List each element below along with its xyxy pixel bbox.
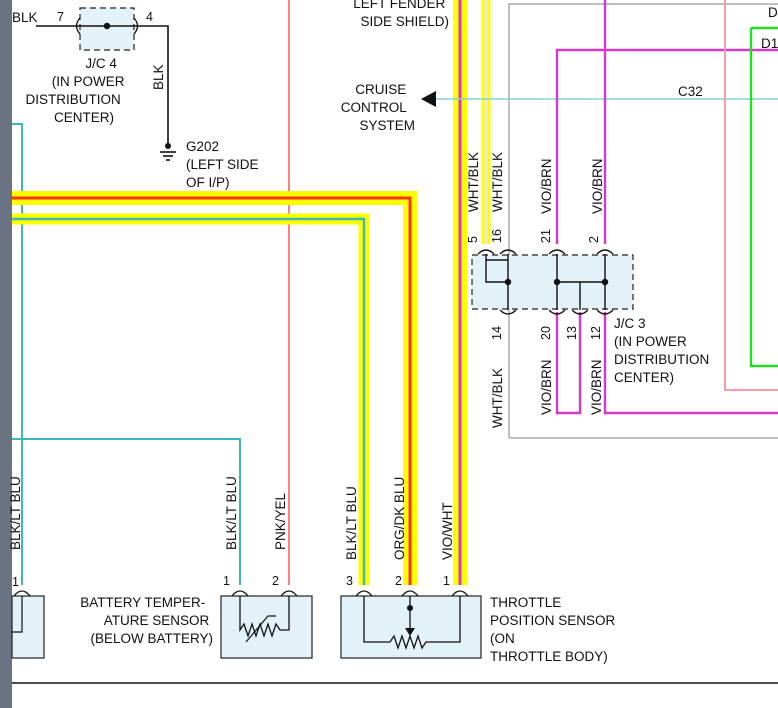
jc3-pin-2: 2 bbox=[587, 236, 601, 243]
jc3-terminals bbox=[477, 249, 614, 315]
tps-pin-3-label: 3 bbox=[346, 574, 353, 588]
cruise-control-label: CRUISE CONTROL SYSTEM bbox=[341, 82, 415, 133]
tps-label: THROTTLE POSITION SENSOR (ON THROTTLE BO… bbox=[490, 595, 619, 664]
battery-pin1-terminal bbox=[231, 590, 249, 597]
jc3-pin-16: 16 bbox=[490, 229, 504, 243]
vio-brn-12-wire bbox=[603, 312, 778, 415]
left-fender-label: LEFT FENDER SIDE SHIELD) bbox=[353, 0, 449, 29]
tps-pin1-terminal bbox=[451, 590, 469, 597]
jc3-label: J/C 3 (IN POWER DISTRIBUTION CENTER) bbox=[614, 316, 713, 385]
jc3-pin-14: 14 bbox=[490, 326, 504, 340]
blk-lt-blu-trace bbox=[12, 217, 366, 585]
wire-vio-brn-2-label: VIO/BRN bbox=[590, 158, 605, 214]
potentiometer-icon bbox=[363, 596, 461, 651]
jc3-pin-20: 20 bbox=[539, 326, 553, 340]
tps-pin-2-label: 2 bbox=[395, 574, 402, 588]
wire-vio-brn-21-label: VIO/BRN bbox=[539, 158, 554, 214]
thermistor-slash bbox=[245, 615, 276, 643]
battery-pin-1-label: 1 bbox=[223, 574, 230, 588]
battery-temp-sensor bbox=[220, 595, 313, 659]
teal-wire-left-edge bbox=[12, 123, 23, 585]
blk-wire-down bbox=[134, 25, 169, 126]
wire-pnk-yel-label: PNK/YEL bbox=[273, 492, 288, 550]
jc3-splice-dot-1 bbox=[504, 278, 512, 286]
wire-vio-brn-12-label: VIO/BRN bbox=[589, 359, 604, 415]
wire-wht-blk-14-label: WHT/BLK bbox=[490, 368, 505, 428]
wire-blk-lt-blu-left-label: BLK/LT BLU bbox=[8, 476, 23, 550]
battery-pin-2-label: 2 bbox=[272, 574, 279, 588]
jc3-splice-dot-3 bbox=[601, 278, 609, 286]
jc4-pin4-terminal bbox=[133, 17, 139, 35]
d-top-label: D bbox=[768, 5, 778, 20]
jc4-label: J/C 4 (IN POWER DISTRIBUTION CENTER) bbox=[25, 56, 128, 125]
jc3-pin-5: 5 bbox=[466, 236, 480, 243]
tps-pin2-terminal bbox=[401, 590, 419, 597]
blk-top-label: BLK bbox=[12, 10, 38, 25]
left-component-inner bbox=[12, 596, 23, 633]
pink-wire-right bbox=[724, 0, 778, 391]
jc3-pin-12: 12 bbox=[589, 326, 603, 340]
wire-blk-lt-blu-batt-label: BLK/LT BLU bbox=[224, 476, 239, 550]
left-edge-bar bbox=[0, 0, 12, 708]
wire-blk-lt-blu-tps-label: BLK/LT BLU bbox=[344, 486, 359, 560]
wiper-arrow-icon bbox=[405, 628, 415, 636]
wire-wht-blk-5-label: WHT/BLK bbox=[466, 152, 481, 212]
left-partial-component bbox=[11, 595, 45, 659]
left-component-terminal bbox=[13, 590, 31, 597]
ground-icon bbox=[160, 126, 176, 161]
wire-vio-brn-20-label: VIO/BRN bbox=[539, 359, 554, 415]
battery-sensor-label: BATTERY TEMPER- ATURE SENSOR (BELOW BATT… bbox=[80, 595, 213, 646]
g202-label: G202 (LEFT SIDE OF I/P) bbox=[186, 139, 262, 190]
jc3-pin-13: 13 bbox=[565, 326, 579, 340]
battery-pin2-terminal bbox=[280, 590, 298, 597]
vio-brn-21-wire bbox=[555, 48, 778, 244]
wire-wht-blk-16-label: WHT/BLK bbox=[490, 152, 505, 212]
jc4-pin7-terminal bbox=[75, 17, 81, 35]
jc4-splice-dot bbox=[103, 22, 111, 30]
tps-pin3-terminal bbox=[355, 590, 373, 597]
blk-lt-blu-highlight bbox=[12, 213, 370, 585]
jc4-pin4-label: 4 bbox=[146, 10, 153, 24]
green-wire-d1 bbox=[749, 26, 778, 368]
teal-wire-battery bbox=[12, 438, 241, 585]
blk-vertical-label: BLK bbox=[151, 64, 166, 90]
wire-org-dk-blu-label: ORG/DK BLU bbox=[392, 477, 407, 560]
jc3-splice-dot-2 bbox=[553, 278, 561, 286]
d1-label: D1 bbox=[761, 36, 778, 51]
jc4-pin7-label: 7 bbox=[57, 10, 64, 24]
tps-pin-1-label: 1 bbox=[443, 574, 450, 588]
vio-brn-20-13-loop bbox=[555, 312, 582, 415]
c32-label: C32 bbox=[678, 84, 703, 99]
tps-splice-dot bbox=[407, 605, 413, 611]
thermistor-icon bbox=[239, 596, 290, 639]
org-dk-blu-trace bbox=[12, 196, 412, 585]
left-component-pin: 1 bbox=[12, 575, 19, 589]
wire-vio-wht-label: VIO/WHT bbox=[440, 502, 455, 560]
arrow-left-icon bbox=[421, 91, 436, 107]
jc3-pin-21: 21 bbox=[539, 229, 553, 243]
